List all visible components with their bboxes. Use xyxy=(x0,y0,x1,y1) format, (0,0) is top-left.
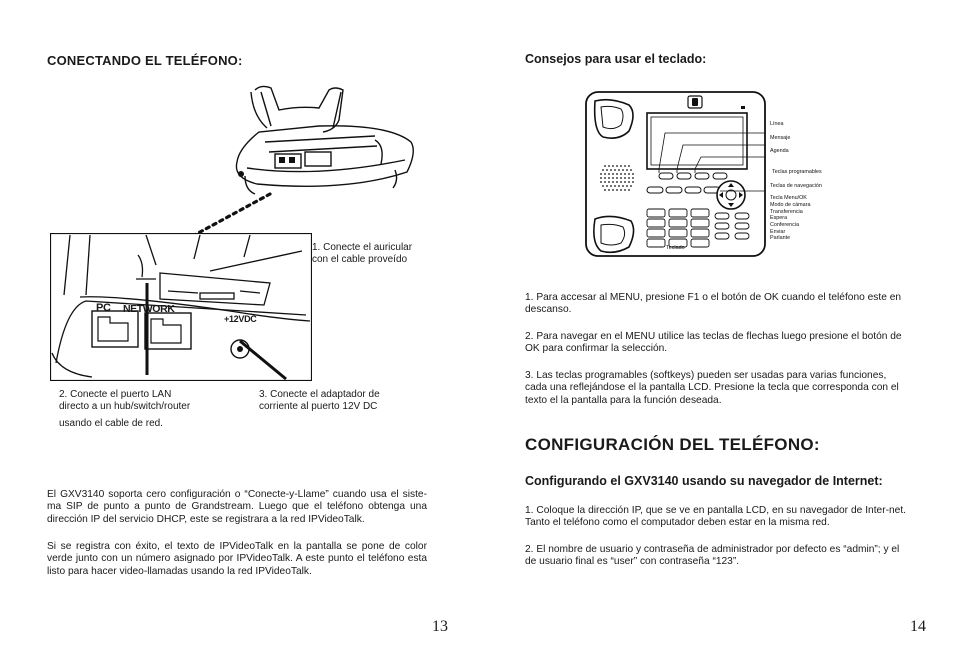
keypad-tips-heading: Consejos para usar el teclado: xyxy=(525,52,707,66)
key-label-menu-ok: Tecla Menu/OK xyxy=(770,195,807,201)
port-label-power: +12VDC xyxy=(224,314,257,324)
key-label-agenda: Agenda xyxy=(770,148,789,154)
key-label-teclado: Teclado xyxy=(666,245,685,251)
tip-2: 2. Para navegar en el MENU utilice las t… xyxy=(525,331,902,355)
key-label-conferencia: Conferencia xyxy=(770,222,800,228)
tip-3: 3. Las teclas programables (softkeys) pu… xyxy=(525,370,899,406)
port-label-pc: PC xyxy=(96,302,111,314)
port-label-network: NETWORK xyxy=(123,303,175,315)
key-label-linea: Línea xyxy=(770,121,784,127)
page-number-right: 14 xyxy=(910,618,926,635)
left-page-heading: CONECTANDO EL TELÉFONO: xyxy=(47,53,243,68)
step2-caption: 2. Conecte el puerto LAN directo a un hu… xyxy=(59,389,191,429)
ipvideotalk-paragraph: Si se registra con éxito, el texto de IP… xyxy=(47,541,427,577)
key-label-mensaje: Mensaje xyxy=(770,135,791,141)
tip-1: 1. Para accesar al MENU, presione F1 o e… xyxy=(525,292,902,316)
config-step-2: 2. El nombre de usuario y contraseña de … xyxy=(525,544,900,568)
key-label-enviar: Enviar xyxy=(770,229,786,235)
page-number-left: 13 xyxy=(432,618,448,635)
key-label-camara: Modo de cámara xyxy=(770,202,811,208)
phone-base-illustration xyxy=(235,85,414,195)
config-step-1: 1. Coloque la dirección IP, que se ve en… xyxy=(525,505,906,529)
step1-caption: 1. Conecte el auricular con el cable pro… xyxy=(312,242,413,266)
step3-caption: 3. Conecte el adaptador de corriente al … xyxy=(259,389,380,413)
zero-config-paragraph: El GXV3140 soporta cero configuración o … xyxy=(47,489,427,525)
key-label-transfer: Transferencia xyxy=(770,209,803,215)
config-heading: CONFIGURACIÓN DEL TELÉFONO: xyxy=(525,435,820,454)
key-label-softkeys: Teclas programables xyxy=(772,169,822,175)
key-label-espera: Espera xyxy=(770,215,788,221)
key-label-parlante: Parlante xyxy=(770,235,791,241)
back-panel-illustration xyxy=(50,233,312,381)
config-subheading: Configurando el GXV3140 usando su navega… xyxy=(525,474,883,488)
phone-front-illustration xyxy=(585,91,766,257)
key-label-nav: Teclas de navegación xyxy=(770,183,822,189)
